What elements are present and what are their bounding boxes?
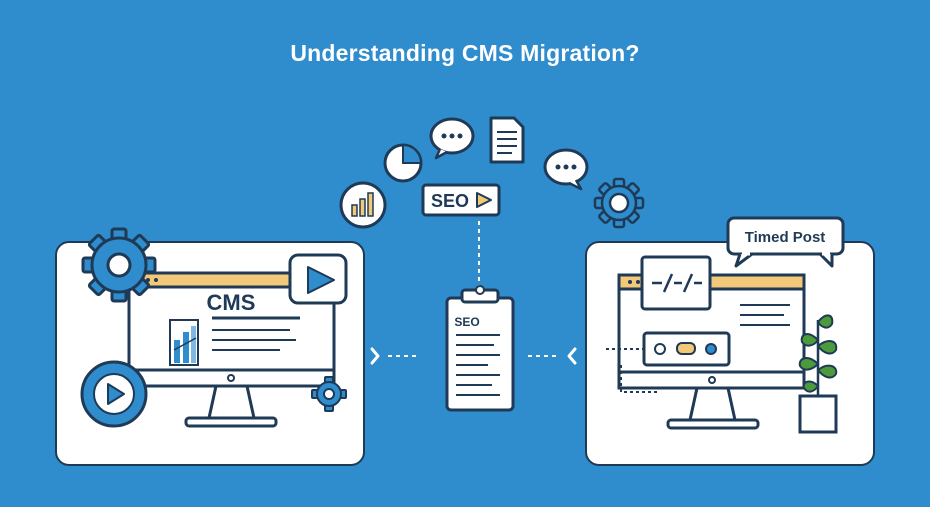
chat-bubble-icon	[543, 148, 589, 191]
gear-icon	[81, 227, 157, 303]
source-monitor-icon	[127, 271, 336, 428]
chat-bubble-icon	[429, 117, 475, 160]
timed-post-bubble	[726, 216, 845, 268]
plant-icon	[798, 314, 838, 434]
document-icon	[489, 116, 525, 164]
clipboard-seo-label: SEO	[454, 315, 479, 329]
page-title: Understanding CMS Migration?	[290, 40, 640, 66]
seo-tag-label: SEO	[431, 191, 469, 211]
play-icon	[288, 253, 348, 305]
play-circle-icon	[80, 360, 148, 428]
chevron-right-icon	[589, 347, 599, 365]
gear-icon	[593, 177, 645, 229]
chevron-left-icon	[567, 347, 577, 365]
cms-label: CMS	[207, 290, 256, 315]
chevron-left-icon	[348, 347, 358, 365]
chevron-right-icon	[370, 347, 380, 365]
seo-tag	[421, 183, 501, 217]
small-gear-icon	[311, 376, 347, 412]
bar-chart-icon	[339, 181, 387, 229]
timed-post-label: Timed Post	[745, 229, 826, 246]
pie-chart-icon	[383, 143, 423, 183]
code-window-icon	[640, 255, 712, 311]
clipboard-icon	[445, 285, 515, 412]
